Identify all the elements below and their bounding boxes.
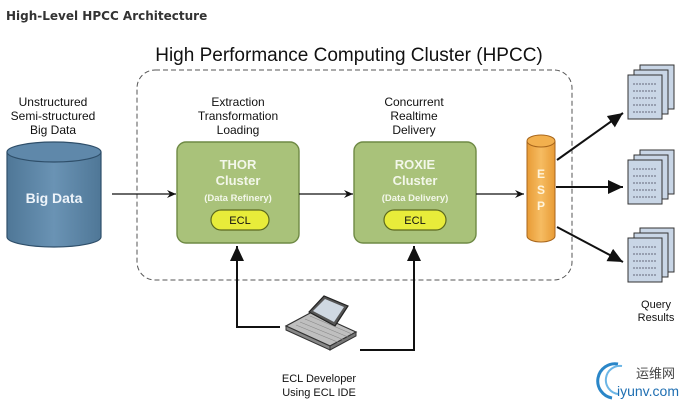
svg-text:Query: Query bbox=[641, 299, 671, 311]
thor-ecl-badge bbox=[210, 209, 270, 231]
svg-text:Loading: Loading bbox=[217, 123, 260, 137]
source-caption: Unstructured Semi-structured Big Data bbox=[11, 95, 96, 137]
roxie-cluster: ROXIE Cluster (Data Delivery) ECL bbox=[353, 141, 477, 244]
arrow-developer-to-thor bbox=[230, 246, 280, 328]
esp-letter-e: E bbox=[537, 167, 545, 181]
roxie-title-2: Cluster bbox=[393, 173, 438, 188]
query-results-caption: Query Results bbox=[638, 299, 675, 324]
svg-text:Big Data: Big Data bbox=[30, 123, 76, 137]
document-stack-icon bbox=[627, 149, 675, 205]
cluster-title: High Performance Computing Cluster (HPCC… bbox=[155, 45, 543, 66]
svg-text:Concurrent: Concurrent bbox=[384, 95, 444, 109]
svg-text:Transformation: Transformation bbox=[198, 109, 278, 123]
roxie-title: ROXIE bbox=[395, 157, 436, 172]
arrow-esp-to-result-3 bbox=[556, 226, 624, 263]
watermark-logo: 运维网 iyunv.com bbox=[596, 362, 679, 400]
thor-subtitle: (Data Refinery) bbox=[204, 193, 272, 204]
roxie-ecl-badge bbox=[383, 209, 447, 231]
thor-ecl-label: ECL bbox=[229, 215, 250, 227]
esp-letter-s: S bbox=[537, 183, 545, 197]
roxie-subtitle: (Data Delivery) bbox=[382, 193, 449, 204]
svg-text:Results: Results bbox=[638, 312, 675, 324]
thor-cluster: THOR Cluster (Data Refinery) ECL bbox=[176, 141, 300, 244]
page-title: High-Level HPCC Architecture bbox=[6, 9, 208, 23]
thor-title: THOR bbox=[220, 157, 257, 172]
big-data-label: Big Data bbox=[26, 190, 83, 206]
developer-caption: ECL Developer Using ECL IDE bbox=[282, 373, 357, 399]
roxie-ecl-label: ECL bbox=[404, 215, 425, 227]
arrow-esp-to-result-1 bbox=[556, 112, 624, 161]
thor-caption: Extraction Transformation Loading bbox=[198, 95, 278, 137]
hpcc-cluster-boundary bbox=[136, 69, 573, 281]
document-stack-icon bbox=[627, 227, 675, 283]
svg-text:Delivery: Delivery bbox=[392, 123, 435, 137]
laptop-icon bbox=[284, 295, 358, 351]
svg-text:Realtime: Realtime bbox=[390, 109, 438, 123]
query-result-documents bbox=[627, 64, 675, 283]
thor-title-2: Cluster bbox=[216, 173, 261, 188]
svg-text:ECL Developer: ECL Developer bbox=[282, 373, 357, 385]
document-stack-icon bbox=[627, 64, 675, 120]
watermark-cn: 运维网 bbox=[636, 367, 675, 382]
esp-cylinder-icon: E S P bbox=[526, 134, 556, 243]
big-data-database-icon: Big Data bbox=[6, 141, 102, 248]
svg-text:Using ECL IDE: Using ECL IDE bbox=[282, 387, 356, 399]
esp-letter-p: P bbox=[537, 199, 545, 213]
watermark-en: iyunv.com bbox=[617, 383, 679, 399]
svg-text:Semi-structured: Semi-structured bbox=[11, 109, 96, 123]
arrow-developer-to-roxie bbox=[360, 246, 421, 351]
roxie-caption: Concurrent Realtime Delivery bbox=[384, 95, 444, 137]
svg-text:Extraction: Extraction bbox=[211, 95, 264, 109]
svg-text:Unstructured: Unstructured bbox=[19, 95, 88, 109]
